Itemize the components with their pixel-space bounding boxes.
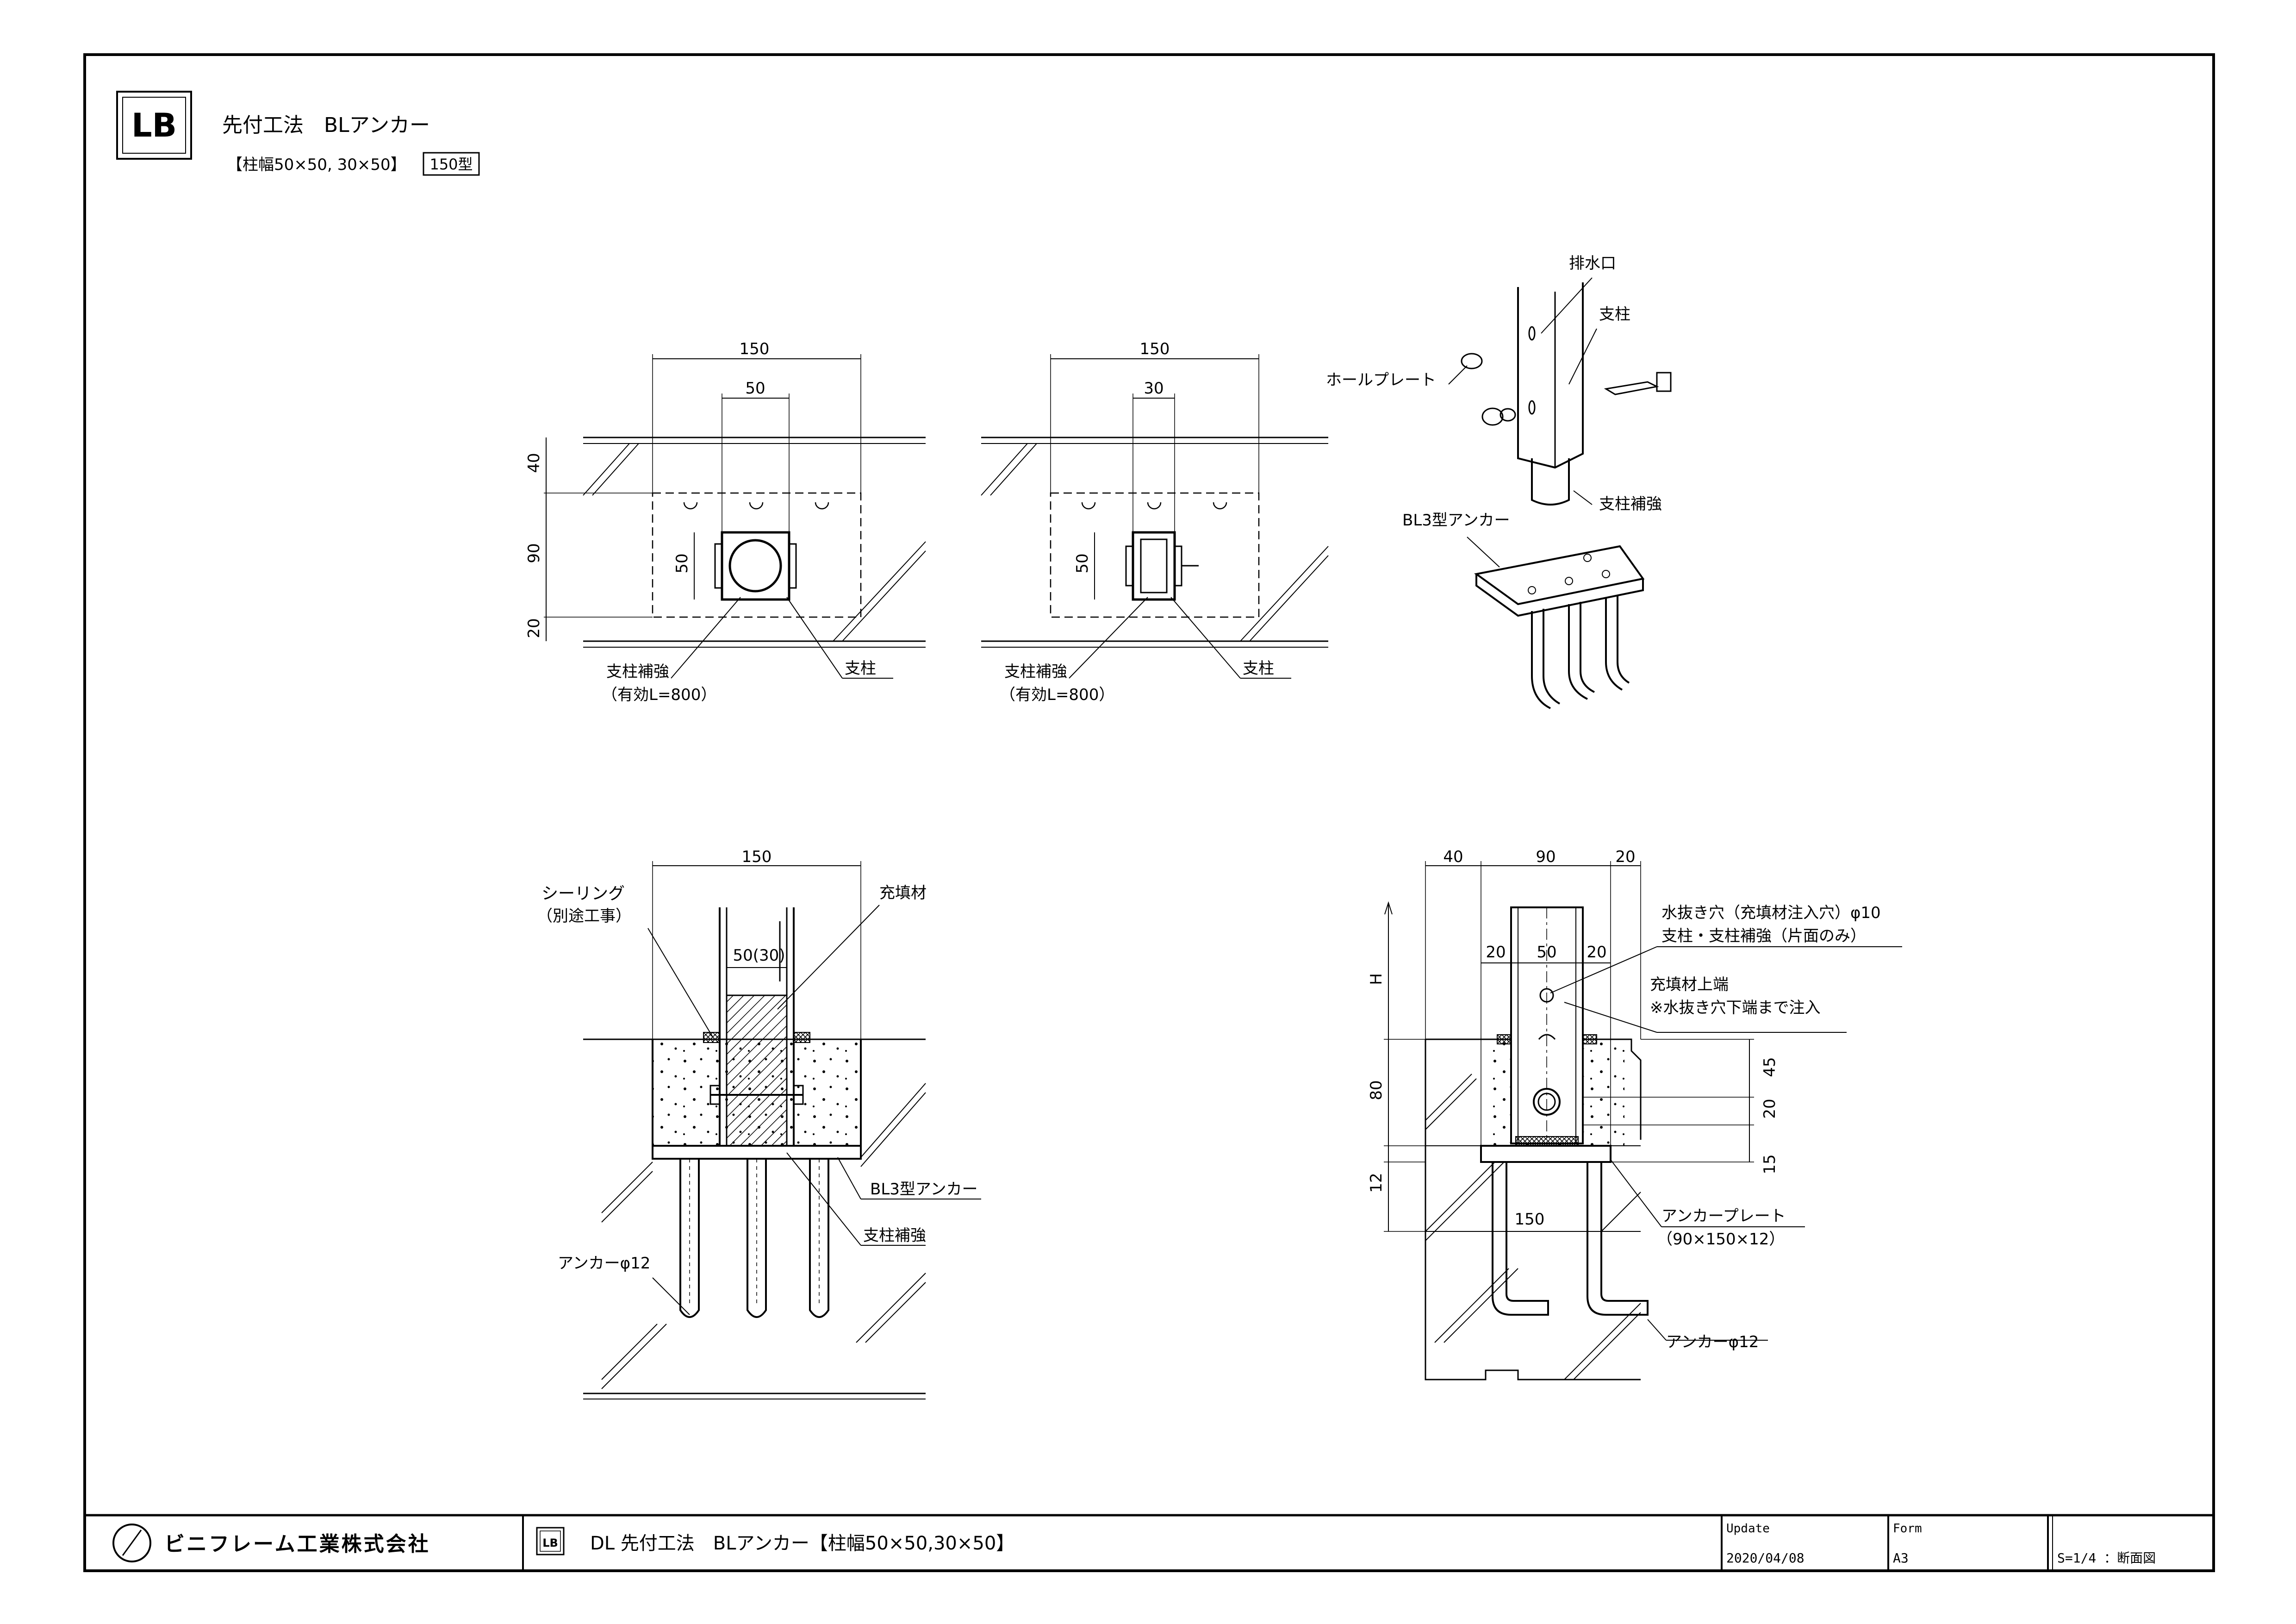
dim-depth: 40 (525, 453, 543, 473)
label-plate-size: （90×150×12） (1657, 1230, 1785, 1249)
dim-top-40: 40 (1443, 848, 1463, 866)
plan-view-b (981, 354, 1329, 679)
section-b-labels: 40 90 20 20 50 20 H 80 12 45 20 15 150 水… (1367, 848, 1881, 1351)
title-block-text: ビニフレーム工業株式会社 LB DL 先付工法 BLアンカー【柱幅50×50,3… (164, 1522, 2156, 1566)
label-reinforce-note: （有効L=800） (1000, 686, 1114, 704)
plan-view-a (544, 354, 926, 679)
dim-80: 80 (1367, 1080, 1386, 1100)
label-reinforce: 支柱補強 (1599, 495, 1662, 513)
plan-view-a-labels: 150 50 40 90 20 50 支柱補強 （有効L=800） 支柱 (525, 340, 876, 704)
dim-post: 50 (745, 379, 765, 398)
dim-12: 12 (1367, 1173, 1386, 1193)
label-reinforce: 支柱補強 (863, 1226, 926, 1245)
dim-20: 20 (1761, 1099, 1779, 1118)
label-drain: 排水口 (1569, 254, 1616, 273)
label-anchor-bar: アンカーφ12 (1666, 1333, 1759, 1351)
label-reinforce: 支柱補強 (606, 662, 669, 681)
dim-plate: 150 (1515, 1210, 1545, 1229)
label-post: 支柱 (1599, 305, 1630, 324)
scale-label: S=1/4 ：断面図 (2057, 1550, 2156, 1566)
label-filler: 充填材 (879, 884, 927, 902)
label-anchor-bar: アンカーφ12 (558, 1254, 650, 1273)
label-filler-top: 充填材上端 (1650, 975, 1729, 994)
form-value: A3 (1893, 1550, 1909, 1566)
dim-total: 150 (1140, 340, 1170, 358)
dim-inner-20b: 20 (1587, 943, 1606, 962)
lb-logo: LB (116, 91, 192, 160)
update-value: 2020/04/08 (1726, 1550, 1804, 1566)
label-plate: アンカープレート (1661, 1207, 1786, 1225)
dim-top-20: 20 (1615, 848, 1635, 866)
dim-inner-50: 50 (1537, 943, 1556, 962)
label-sealing-note: （別途工事） (537, 907, 631, 925)
dim-h: H (1367, 973, 1386, 985)
dim-inner-20a: 20 (1486, 943, 1506, 962)
dim-total: 150 (740, 340, 770, 358)
form-label: Form (1893, 1522, 1922, 1536)
plan-view-b-labels: 150 30 50 支柱補強 （有効L=800） 支柱 (1000, 340, 1274, 704)
dim-mid: 90 (525, 543, 543, 563)
section-a-labels: 150 50(30) シーリング （別途工事） 充填材 BL3型アンカー 支柱補… (537, 848, 978, 1273)
update-label: Update (1726, 1522, 1770, 1536)
dim-post: 30 (1144, 379, 1164, 398)
dim-total: 150 (742, 848, 772, 866)
sheet-border (83, 53, 2215, 1572)
header: LB 先付工法 BLアンカー 【柱幅50×50, 30×50】 150型 (116, 91, 480, 176)
label-reinforce-note: （有効L=800） (602, 686, 716, 704)
label-anchor: BL3型アンカー (1402, 511, 1510, 530)
label-drain-hole-note: 支柱・支柱補強（片面のみ） (1661, 927, 1866, 945)
label-drain-hole: 水抜き穴（充填材注入穴）φ10 (1661, 904, 1881, 922)
company-name: ビニフレーム工業株式会社 (164, 1532, 430, 1556)
label-post: 支柱 (845, 659, 876, 678)
section-a (583, 861, 981, 1399)
label-sealing: シーリング (541, 884, 625, 903)
header-subtitle: 【柱幅50×50, 30×50】 (227, 156, 406, 174)
label-reinforce: 支柱補強 (1004, 662, 1067, 681)
iso-view-labels: 排水口 支柱 ホールプレート 支柱補強 BL3型アンカー (1326, 254, 1662, 530)
iso-view (1448, 277, 1672, 709)
dim-45: 45 (1761, 1057, 1779, 1077)
label-filler-top-note: ※水抜き穴下端まで注入 (1650, 999, 1821, 1017)
label-anchor-type: BL3型アンカー (870, 1180, 978, 1199)
label-post: 支柱 (1243, 659, 1274, 678)
small-logo-text: LB (542, 1537, 558, 1549)
header-title: 先付工法 BLアンカー (222, 113, 430, 137)
drawing-title: DL 先付工法 BLアンカー【柱幅50×50,30×50】 (590, 1533, 1014, 1554)
label-hole-plate: ホールプレート (1326, 371, 1436, 389)
dim-15: 15 (1761, 1154, 1779, 1174)
logo-text: LB (131, 106, 177, 144)
dim-bottom: 20 (525, 618, 543, 638)
section-b (1384, 861, 1902, 1380)
dim-top-90: 90 (1536, 848, 1556, 866)
dim-post-side: 50 (1073, 553, 1092, 573)
title-block (85, 1514, 2214, 1571)
type-badge: 150型 (429, 156, 473, 173)
dim-post: 50(30) (733, 946, 785, 965)
dim-post-side: 50 (673, 553, 691, 573)
